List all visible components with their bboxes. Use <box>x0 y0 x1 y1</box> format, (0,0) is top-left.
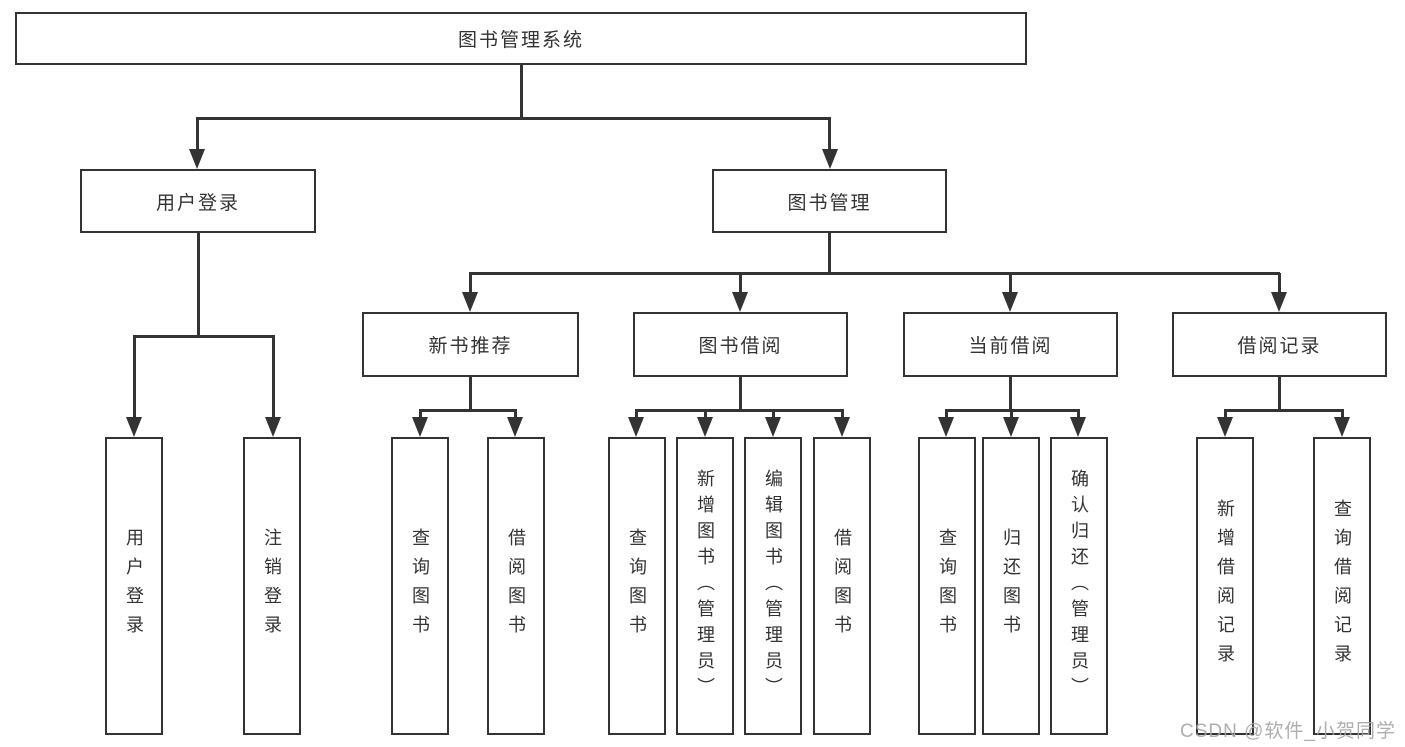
connector-leaf-stub <box>772 410 775 420</box>
arrow-down-icon <box>1070 417 1086 437</box>
node-cb-confirm-return-admin: 确认归还（管理员） <box>1050 437 1108 735</box>
node-bb-borrow-books-label: 借阅图书 <box>832 528 852 644</box>
connector-leaf-stub <box>419 410 422 420</box>
arrow-down-icon <box>412 417 428 437</box>
connector-l3-stub <box>1278 273 1281 295</box>
node-user-login-label: 用户登录 <box>155 192 240 214</box>
node-cb-query-books: 查询图书 <box>918 437 976 735</box>
node-borrow-records-label: 借阅记录 <box>1237 336 1322 357</box>
arrow-down-icon <box>189 149 205 169</box>
arrow-down-icon <box>265 417 281 437</box>
node-br-query-record: 查询借阅记录 <box>1313 437 1371 735</box>
connector-br-drop <box>1278 377 1281 410</box>
node-bb-borrow-books: 借阅图书 <box>813 437 871 735</box>
node-bb-edit-books-admin: 编辑图书（管理员） <box>744 437 802 735</box>
connector-book-mgmt-drop <box>828 233 831 273</box>
connector-l3-stub <box>469 273 472 295</box>
arrow-down-icon <box>628 417 644 437</box>
node-cb-return-books: 归还图书 <box>982 437 1040 735</box>
node-bb-add-books-admin-label: 新增图书（管理员） <box>695 469 715 703</box>
connector-cb-drop <box>1009 377 1012 410</box>
connector-leaf-stub <box>1224 410 1227 420</box>
node-cb-query-books-label: 查询图书 <box>937 528 957 644</box>
node-br-add-record-label: 新增借阅记录 <box>1215 499 1235 673</box>
connector-bb-drop <box>739 377 742 410</box>
node-cb-return-books-label: 归还图书 <box>1001 528 1021 644</box>
node-new-book-recommend: 新书推荐 <box>362 312 579 377</box>
connector-leaf-stub <box>1341 410 1344 420</box>
node-bb-add-books-admin: 新增图书（管理员） <box>676 437 734 735</box>
connector-l3-stub <box>1009 273 1012 295</box>
arrow-down-icon <box>822 149 838 169</box>
node-current-borrow: 当前借阅 <box>903 312 1118 377</box>
node-br-query-record-label: 查询借阅记录 <box>1332 499 1352 673</box>
node-cb-confirm-return-admin-label: 确认归还（管理员） <box>1069 469 1089 703</box>
arrow-down-icon <box>697 417 713 437</box>
node-book-management-label: 图书管理 <box>787 192 872 214</box>
connector-leaf-stub <box>133 336 136 420</box>
node-bb-edit-books-admin-label: 编辑图书（管理员） <box>763 469 783 703</box>
arrow-down-icon <box>1002 292 1018 312</box>
node-new-book-recommend-label: 新书推荐 <box>428 336 513 357</box>
arrow-down-icon <box>732 292 748 312</box>
node-rec-borrow-books-label: 借阅图书 <box>506 528 526 644</box>
connector-user-login-split <box>133 335 275 338</box>
node-borrow-records: 借阅记录 <box>1172 312 1387 377</box>
connector-leaf-stub <box>635 410 638 420</box>
connector-leaf-stub <box>1077 410 1080 420</box>
arrow-down-icon <box>765 417 781 437</box>
connector-leaf-stub <box>704 410 707 420</box>
arrow-down-icon <box>834 417 850 437</box>
connector-root-drop <box>520 65 523 118</box>
arrow-down-icon <box>462 292 478 312</box>
node-book-borrow-label: 图书借阅 <box>698 336 783 357</box>
connector-rec-drop <box>469 377 472 410</box>
connector-br-split <box>1224 409 1344 412</box>
node-bb-query-books: 查询图书 <box>608 437 666 735</box>
connector-bb-split <box>635 409 844 412</box>
node-user-login: 用户登录 <box>80 169 316 233</box>
connector-level2-split <box>196 117 831 120</box>
node-bb-query-books-label: 查询图书 <box>627 528 647 644</box>
arrow-down-icon <box>126 417 142 437</box>
node-leaf-logout: 注销登录 <box>243 437 301 735</box>
node-current-borrow-label: 当前借阅 <box>968 336 1053 357</box>
connector-leaf-stub <box>272 336 275 420</box>
node-rec-query-books-label: 查询图书 <box>410 528 430 644</box>
arrow-down-icon <box>1334 417 1350 437</box>
connector-user-login-stub <box>196 118 199 152</box>
node-leaf-user-login: 用户登录 <box>105 437 163 735</box>
connector-leaf-stub <box>514 410 517 420</box>
node-rec-borrow-books: 借阅图书 <box>487 437 545 735</box>
arrow-down-icon <box>1217 417 1233 437</box>
connector-rec-split <box>419 409 517 412</box>
arrow-down-icon <box>938 417 954 437</box>
connector-leaf-stub <box>1010 410 1013 420</box>
connector-level3-split <box>469 272 1280 275</box>
node-root-label: 图书管理系统 <box>457 30 584 51</box>
node-leaf-logout-label: 注销登录 <box>262 528 282 644</box>
node-book-management: 图书管理 <box>712 169 947 233</box>
connector-l3-stub <box>739 273 742 295</box>
node-rec-query-books: 查询图书 <box>391 437 449 735</box>
node-root: 图书管理系统 <box>15 12 1027 65</box>
arrow-down-icon <box>507 417 523 437</box>
arrow-down-icon <box>1271 292 1287 312</box>
connector-leaf-stub <box>841 410 844 420</box>
arrow-down-icon <box>1003 417 1019 437</box>
connector-leaf-stub <box>945 410 948 420</box>
csdn-watermark: CSDN @软件_小贺同学 <box>1180 721 1396 742</box>
node-br-add-record: 新增借阅记录 <box>1196 437 1254 735</box>
node-leaf-user-login-label: 用户登录 <box>124 528 144 644</box>
connector-user-login-drop <box>197 233 200 336</box>
connector-book-mgmt-stub <box>828 118 831 152</box>
node-book-borrow: 图书借阅 <box>633 312 848 377</box>
